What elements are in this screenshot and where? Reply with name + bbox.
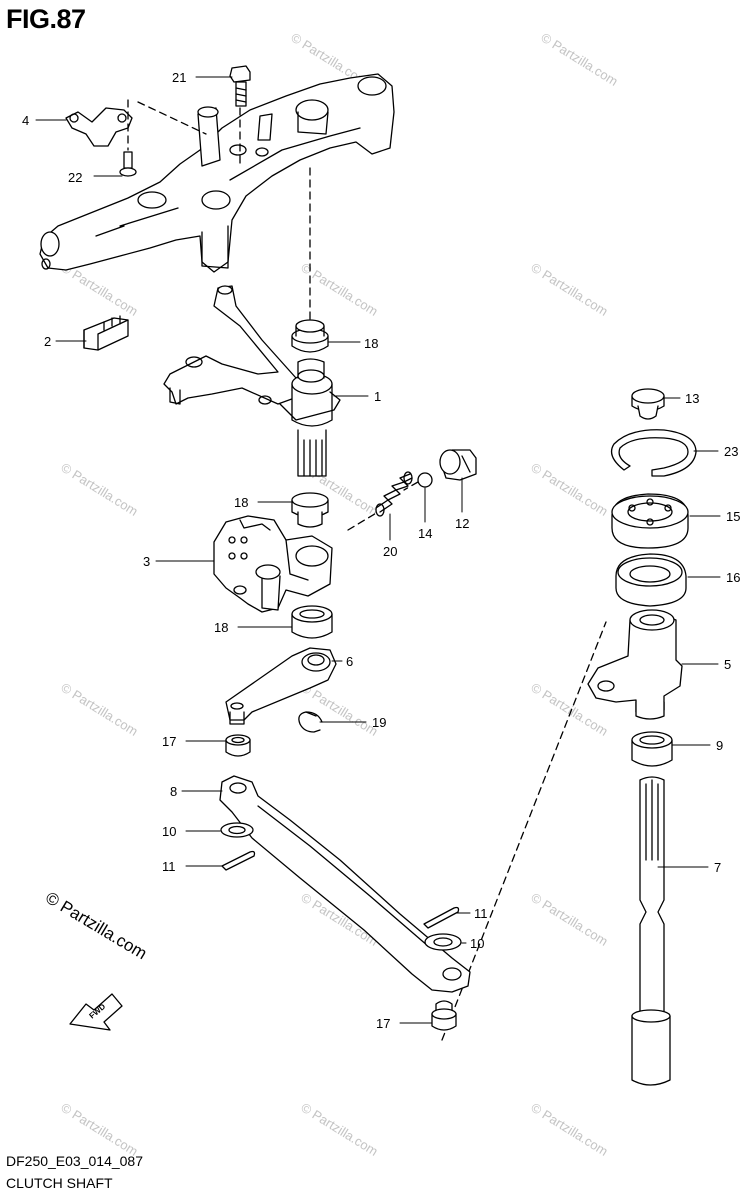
part-8-link-rod[interactable] [219,775,471,993]
callout-label-c7[interactable]: 7 [714,860,721,875]
part-14-ball[interactable] [417,472,433,488]
callout-label-c6[interactable]: 6 [346,654,353,669]
part-16-bearing[interactable] [615,553,687,607]
watermark-text: © Partzilla.com [58,680,140,739]
callout-label-c22[interactable]: 22 [68,170,82,185]
assembly-guide-lines [127,99,607,1041]
callout-label-c10b[interactable]: 10 [470,936,484,951]
watermark-text: © Partzilla.com [298,680,380,739]
callout-label-c10a[interactable]: 10 [162,824,176,839]
part-6-lever[interactable] [225,647,337,725]
callout-label-c9[interactable]: 9 [716,738,723,753]
part-1-clutch-arm[interactable] [163,285,341,477]
part-18-bushing-lower[interactable] [291,605,333,639]
callout-label-c23[interactable]: 23 [724,444,738,459]
part-11-cotter-pin-upper[interactable] [221,850,256,871]
callout-label-c18a[interactable]: 18 [364,336,378,351]
watermark-text: © Partzilla.com [528,1100,610,1159]
diagram-subtitle: CLUTCH SHAFT [6,1175,113,1191]
part-9-bushing[interactable] [631,731,673,767]
main-bracket-housing[interactable] [39,73,395,273]
callout-label-c20[interactable]: 20 [383,544,397,559]
part-7-clutch-shaft[interactable] [631,776,671,1086]
fwd-arrow-icon: FWD [69,993,123,1031]
part-20-spring[interactable] [375,471,413,517]
callout-label-c18c[interactable]: 18 [214,620,228,635]
callout-label-c1[interactable]: 1 [374,389,381,404]
callout-label-c3[interactable]: 3 [143,554,150,569]
watermark-text: © Partzilla.com [528,460,610,519]
part-10-washer-lower[interactable] [424,933,462,951]
watermark-text: © Partzilla.com [528,890,610,949]
watermark-text: © Partzilla.com [538,30,620,89]
callout-label-c8[interactable]: 8 [170,784,177,799]
part-12-sleeve[interactable] [439,449,477,481]
callout-label-c14[interactable]: 14 [418,526,432,541]
callout-label-c2[interactable]: 2 [44,334,51,349]
part-2-clip[interactable] [83,315,129,351]
figure-title: FIG.87 [6,4,86,34]
callout-label-c13[interactable]: 13 [685,391,699,406]
watermark-text: © Partzilla.com [298,1100,380,1159]
part-13-plug[interactable] [631,388,665,420]
part-11-cotter-pin-lower[interactable] [423,906,460,929]
callout-label-c5[interactable]: 5 [724,657,731,672]
part-3-cam-block[interactable] [213,515,333,613]
callout-label-c18b[interactable]: 18 [234,495,248,510]
part-10-washer-upper[interactable] [220,822,254,838]
callout-label-c11b[interactable]: 11 [474,906,488,921]
part-4-bracket-plate[interactable] [65,107,133,147]
part-17-collar-upper[interactable] [225,734,251,757]
callout-label-c15[interactable]: 15 [726,509,740,524]
part-19-e-clip[interactable] [298,711,323,733]
part-15-bearing[interactable] [611,493,689,549]
diagram-code: DF250_E03_014_087 [6,1153,144,1169]
watermark-text: © Partzilla.com [528,260,610,319]
part-18-bushing-middle[interactable] [291,492,329,528]
part-21-bolt[interactable] [229,65,251,107]
callout-label-c11a[interactable]: 11 [162,859,176,874]
watermark-text: © Partzilla.com [58,1100,140,1159]
watermark-text: © Partzilla.com [58,460,140,519]
part-18-bushing-top[interactable] [291,319,329,353]
callout-label-c19[interactable]: 19 [372,715,386,730]
part-5-shaft-housing[interactable] [587,609,683,720]
watermark-text: © Partzilla.com [298,260,380,319]
callout-label-c17b[interactable]: 17 [376,1016,390,1031]
part-22-bolt[interactable] [119,151,137,177]
callout-label-c17a[interactable]: 17 [162,734,176,749]
callout-label-c21[interactable]: 21 [172,70,186,85]
callout-label-c4[interactable]: 4 [22,113,29,128]
callout-label-c12[interactable]: 12 [455,516,469,531]
part-17-collar-lower[interactable] [431,1000,457,1031]
callout-label-c16[interactable]: 16 [726,570,740,585]
part-23-snap-ring[interactable] [610,429,697,477]
